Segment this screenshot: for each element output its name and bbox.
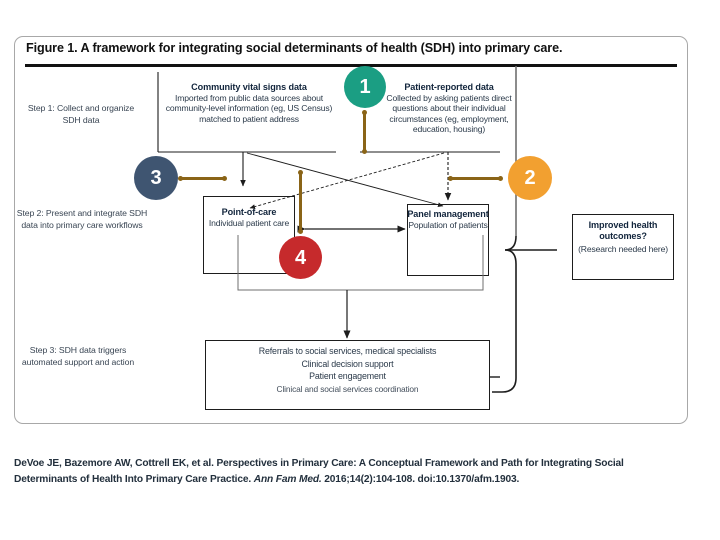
step-label-2: Step 2: Present and integrate SDH data i… (16, 208, 148, 230)
action-line-2: Clinical decision support (301, 358, 394, 369)
leader-line-3 (180, 177, 226, 180)
callout-circle-3[interactable]: 3 (134, 156, 178, 200)
node-body: Collected by asking patients direct ques… (386, 93, 512, 134)
leader-line-2 (450, 177, 502, 180)
callout-circle-4[interactable]: 4 (279, 236, 322, 279)
node-actions: Referrals to social services, medical sp… (207, 345, 488, 395)
title-rule (25, 64, 677, 67)
node-heading: Improved health outcomes? (588, 220, 658, 241)
callout-number: 2 (524, 167, 536, 189)
node-body: Imported from public data sources about … (165, 93, 333, 124)
leader-dot-2b (498, 176, 503, 181)
box-improved-outcomes (572, 214, 674, 280)
leader-dot-4b (298, 229, 303, 234)
leader-dot-3a (178, 176, 183, 181)
leader-line-1 (363, 112, 366, 152)
node-heading: Point-of-care (221, 207, 277, 217)
leader-dot-4a (298, 170, 303, 175)
box-actions (205, 340, 490, 410)
callout-circle-1[interactable]: 1 (344, 66, 386, 108)
node-heading: Panel management (407, 209, 489, 219)
leader-dot-1a (362, 110, 367, 115)
citation-part-1: DeVoe JE, Bazemore AW, Cottrell EK, et a… (14, 458, 624, 485)
callout-number: 1 (359, 76, 371, 98)
action-line-4: Clinical and social services coordinatio… (276, 383, 419, 394)
node-community-vital-signs: Community vital signs data Imported from… (163, 82, 335, 124)
action-line-1: Referrals to social services, medical sp… (258, 346, 437, 356)
leader-dot-3b (222, 176, 227, 181)
action-line-3: Patient engagement (309, 371, 386, 382)
node-heading: Patient-reported data (404, 82, 494, 92)
step-label-3: Step 3: SDH data triggers automated supp… (21, 345, 135, 367)
citation-part-2: 2016;14(2):104-108. doi:10.1370/afm.1903… (321, 473, 520, 485)
step-label-1: Step 1: Collect and organize SDH data (27, 103, 135, 125)
citation-journal: Ann Fam Med. (253, 473, 322, 485)
node-heading: Community vital signs data (191, 82, 307, 92)
leader-dot-1b (362, 149, 367, 154)
leader-dot-2a (448, 176, 453, 181)
node-improved-outcomes: Improved health outcomes? (Research need… (574, 220, 672, 254)
figure-title: Figure 1. A framework for integrating so… (26, 41, 563, 55)
node-body: (Research needed here) (578, 244, 668, 254)
node-body: Population of patients (408, 220, 488, 230)
leader-line-4 (299, 172, 302, 232)
node-point-of-care: Point-of-care Individual patient care (203, 207, 295, 228)
node-panel-management: Panel management Population of patients (407, 209, 489, 230)
callout-number: 4 (294, 246, 307, 269)
citation: DeVoe JE, Bazemore AW, Cottrell EK, et a… (14, 456, 654, 487)
node-patient-reported-data: Patient-reported data Collected by askin… (382, 82, 516, 134)
callout-number: 3 (150, 167, 162, 189)
callout-circle-2[interactable]: 2 (508, 156, 552, 200)
node-body: Individual patient care (208, 218, 290, 228)
